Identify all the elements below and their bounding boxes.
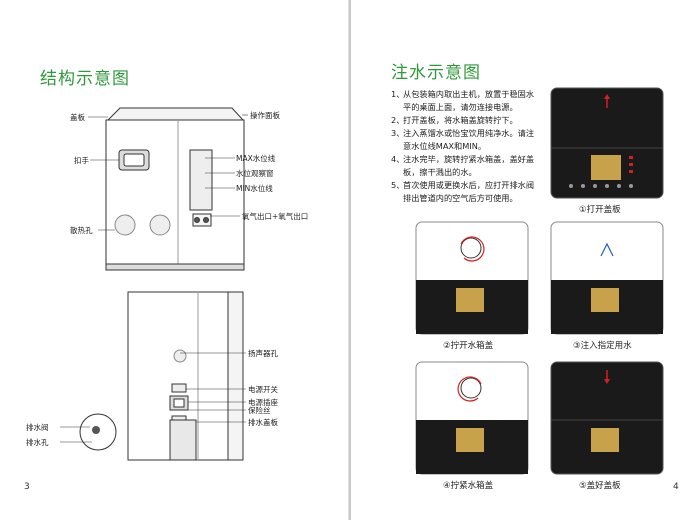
label-handle: 扣手 (74, 156, 89, 165)
label-control-panel-cover: 操作面板 (250, 111, 280, 120)
label-fuse: 保险丝 (248, 406, 271, 415)
step-2: 2、打开盖板，将水箱盖旋转拧下。 (391, 115, 518, 125)
page-number-left: 3 (24, 482, 30, 492)
label-lid: 盖板 (70, 113, 85, 122)
leader-lines (60, 114, 248, 443)
step-4: 4、注水完毕，旋转拧紧水箱盖，盖好盖板，擦干溅出的水。 (391, 154, 535, 177)
label-max-line: MAX水位线 (236, 154, 276, 163)
panel-fill (550, 221, 664, 335)
caption-close-lid: ⑤盖好盖板 (579, 481, 621, 491)
label-drain-hole: 排水孔 (26, 438, 49, 447)
panel-tighten (415, 361, 529, 475)
fill-illustrations (415, 87, 664, 475)
panel-close-lid (550, 361, 664, 475)
panel-unscrew (415, 221, 529, 335)
step-1: 1、从包装箱内取出主机，放置于稳固水平的桌面上面，请勿连接电源。 (391, 89, 535, 112)
label-window: 水位观察窗 (236, 169, 274, 178)
label-power-switch: 电源开关 (248, 385, 278, 394)
label-drain-valve: 排水阀 (26, 423, 49, 432)
label-power-socket: 电源插座 (248, 398, 278, 407)
book-spine (348, 0, 352, 520)
label-drain-cover: 排水盖板 (248, 418, 278, 427)
caption-unscrew: ②拧开水箱盖 (443, 341, 494, 351)
step-3: 3、注入蒸馏水或怡宝饮用纯净水。请注意水位线MAX和MIN。 (391, 128, 535, 151)
step-5: 5、首次使用或更换水后，应打开排水阀排出管道内的空气后方可使用。 (391, 180, 535, 203)
step-list: 1、从包装箱内取出主机，放置于稳固水平的桌面上面，请勿连接电源。 2、打开盖板，… (391, 88, 541, 205)
caption-fill: ③注入指定用水 (573, 341, 632, 351)
label-outlet: 氧气出口+氧气出口 (242, 212, 309, 221)
left-page: 结构示意图 (0, 0, 349, 520)
vent-holes-left (114, 214, 171, 236)
caption-open-lid: ①打开盖板 (579, 205, 621, 215)
fill-title: 注水示意图 (391, 63, 481, 83)
label-vent: 散热孔 (70, 226, 93, 235)
label-speaker: 扬声器孔 (248, 349, 278, 358)
right-page: 注水示意图 1、从包装箱内取出主机，放置于稳固水平的桌面上面，请勿连接电源。 2… (351, 0, 700, 520)
unit-front-view (105, 107, 245, 271)
label-min-line: MIN水位线 (236, 184, 273, 193)
page-number-right: 4 (673, 482, 679, 492)
structure-diagram (60, 107, 248, 461)
panel-open-lid (550, 87, 664, 199)
unit-back-view (127, 291, 244, 461)
caption-tighten: ④拧紧水箱盖 (443, 481, 494, 491)
structure-title: 结构示意图 (40, 69, 130, 89)
